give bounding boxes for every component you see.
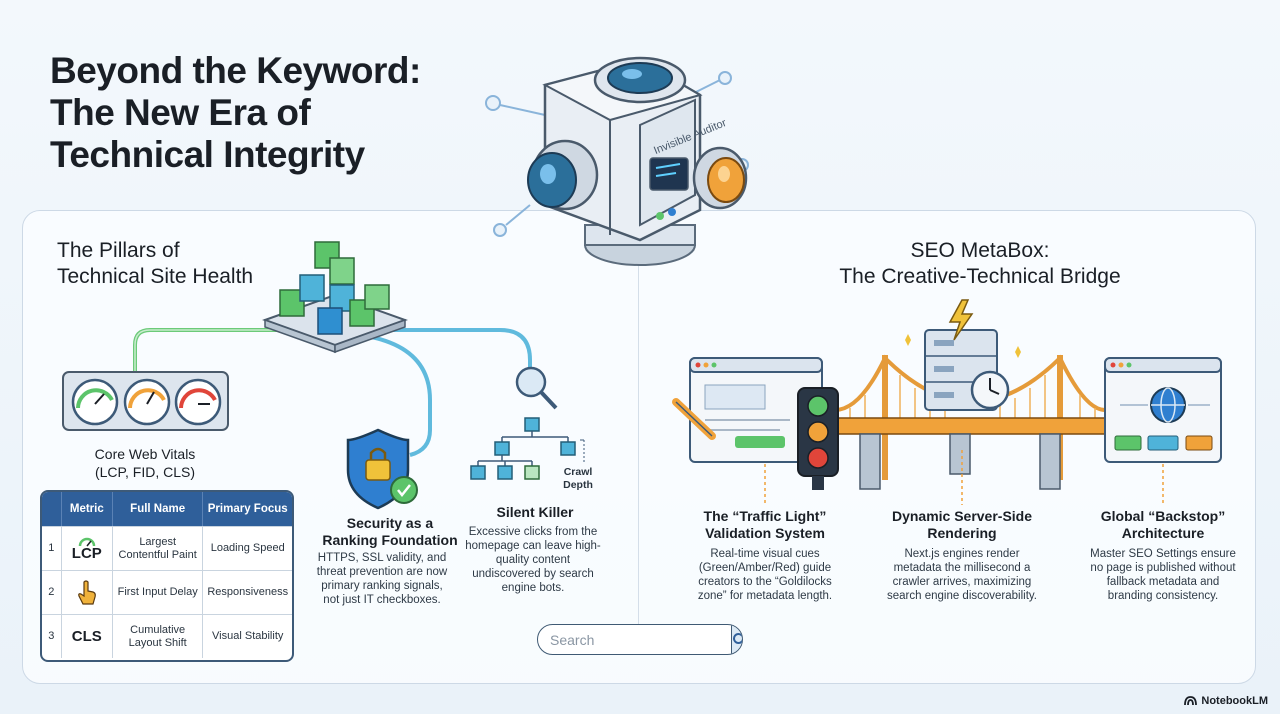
header-index: [42, 492, 62, 526]
table-row: 2 First Input Delay Responsiveness: [42, 570, 292, 614]
left-heading-line1: The Pillars of: [57, 239, 180, 262]
row-focus: Loading Speed: [210, 542, 285, 554]
row-metric: LCP: [62, 527, 113, 570]
search-icon: [733, 632, 742, 644]
auditor-camera-icon: Invisible Auditor: [485, 56, 749, 266]
ssr-title-line1: Dynamic Server-Side: [891, 508, 1033, 524]
cube-stack-icon: [262, 241, 408, 354]
metrics-table: Metric Full Name Primary Focus 1 LCP Lar…: [40, 490, 294, 662]
traffic-light-title: The “Traffic Light” Validation System: [690, 508, 840, 542]
global-window-icon: [1104, 357, 1222, 463]
traffic-title-line1: The “Traffic Light”: [703, 508, 827, 524]
header-metric: Metric: [62, 492, 113, 526]
backstop-desc: Master SEO Settings ensure no page is pu…: [1090, 548, 1236, 602]
right-heading-line2: The Creative-Technical Bridge: [839, 265, 1121, 288]
cwv-caption: Core Web Vitals (LCP, FID, CLS): [60, 445, 230, 481]
table-row: 3 CLS Cumulative Layout Shift Visual Sta…: [42, 614, 292, 658]
brand-label: NotebookLM: [1201, 695, 1268, 707]
security-shield-icon: [346, 428, 418, 510]
server-icon: [905, 299, 1021, 411]
silent-killer-title: Silent Killer: [496, 504, 574, 520]
panel-divider: [638, 230, 639, 650]
row-metric: [62, 571, 113, 614]
right-heading-line1: SEO MetaBox:: [910, 239, 1050, 262]
header-full-name: Full Name: [113, 492, 204, 526]
cwv-title: Core Web Vitals: [94, 446, 196, 462]
search-bar: [537, 624, 743, 655]
traffic-title-line2: Validation System: [705, 525, 825, 541]
traffic-light-desc: Real-time visual cues (Green/Amber/Red) …: [697, 548, 833, 602]
backstop-title-line2: Architecture: [1121, 525, 1205, 541]
table-row: 1 LCP Largest Contentful Paint Loading S…: [42, 526, 292, 570]
cwv-subtitle: (LCP, FID, CLS): [94, 464, 196, 480]
crawl-label-line2: Depth: [563, 479, 593, 491]
security-title-line2: Ranking Foundation: [322, 532, 458, 548]
ssr-title-line2: Rendering: [927, 525, 997, 541]
search-button[interactable]: [731, 625, 742, 654]
row-focus: Visual Stability: [212, 630, 284, 642]
right-heading: SEO MetaBox: The Creative-Technical Brid…: [790, 238, 1170, 290]
row-focus: Responsiveness: [207, 586, 289, 598]
editor-window-icon: [672, 357, 823, 463]
traffic-light-icon: [797, 387, 839, 490]
page-title: Beyond the Keyword: The New Era of Techn…: [50, 50, 421, 175]
left-heading: The Pillars of Technical Site Health: [57, 238, 317, 290]
ssr-desc: Next.js engines render metadata the mill…: [886, 548, 1037, 602]
metric-code: LCP: [71, 545, 102, 562]
row-full-name: Cumulative Layout Shift: [113, 615, 204, 658]
row-index: 2: [42, 571, 62, 614]
security-desc: HTTPS, SSL validity, and threat preventi…: [316, 552, 448, 606]
left-heading-line2: Technical Site Health: [57, 265, 254, 288]
row-full-name: First Input Delay: [113, 571, 204, 614]
ssr-title: Dynamic Server-Side Rendering: [882, 508, 1042, 542]
backstop-title-line1: Global “Backstop”: [1100, 508, 1226, 524]
backstop-title: Global “Backstop” Architecture: [1088, 508, 1238, 542]
pointer-hand-icon: [77, 579, 96, 605]
security-title-line1: Security as a: [346, 515, 434, 531]
header-focus: Primary Focus: [207, 503, 288, 515]
table-header: Metric Full Name Primary Focus: [42, 492, 292, 526]
metric-code: CLS: [71, 628, 102, 645]
search-input[interactable]: [538, 625, 731, 654]
speed-gauge-icon: [78, 537, 96, 547]
row-index: 3: [42, 615, 62, 658]
crawl-label-line1: Crawl: [563, 466, 593, 478]
silent-killer-desc: Excessive clicks from the homepage can l…: [465, 526, 601, 594]
row-full-name: Largest Contentful Paint: [113, 527, 204, 570]
notebooklm-logo-icon: [1184, 696, 1198, 706]
crawl-depth-label: Crawl Depth: [560, 466, 596, 492]
gauges-icon: [62, 371, 229, 431]
row-metric: CLS: [62, 615, 113, 658]
brand-mark: NotebookLM: [1184, 695, 1268, 707]
crawl-tree-icon: [470, 366, 585, 480]
row-index: 1: [42, 527, 62, 570]
security-title: Security as a Ranking Foundation: [320, 515, 460, 549]
